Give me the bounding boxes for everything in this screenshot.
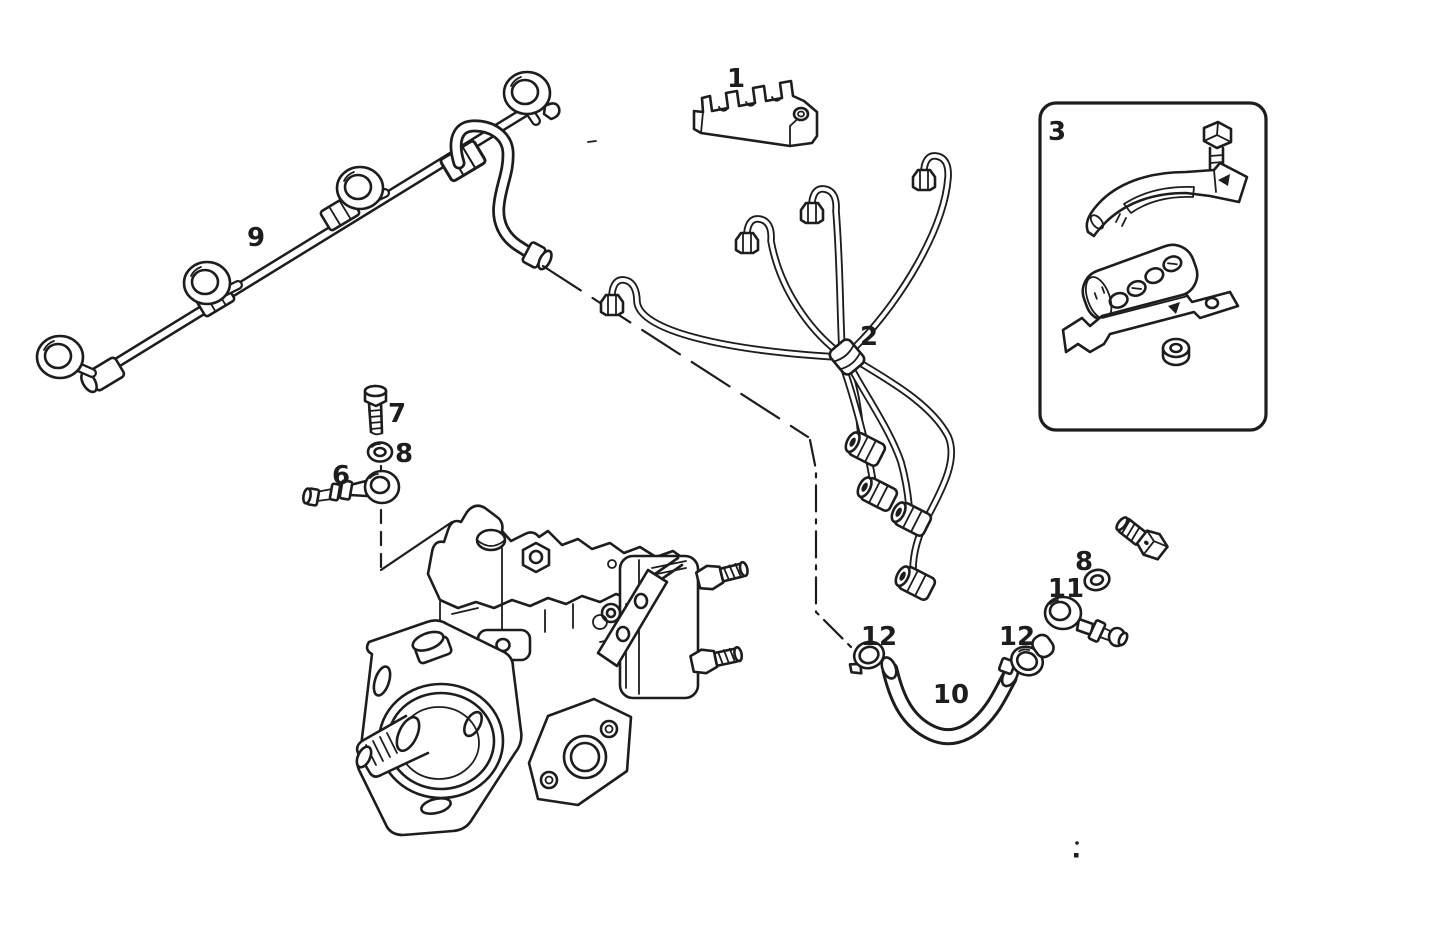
pump-mounting-foot — [527, 697, 633, 807]
callout-8-upper: 8 — [395, 439, 413, 469]
callout-6: 6 — [332, 461, 350, 491]
washer-part8-upper — [366, 441, 394, 463]
injection-pipes-part2 — [599, 152, 956, 603]
hose-clamp-part12-left — [848, 640, 886, 675]
callout-12-left: 12 — [861, 622, 897, 652]
pump-top-plug — [475, 528, 507, 552]
rail-banjo-ring — [335, 165, 385, 211]
callout-2: 2 — [860, 322, 878, 352]
leak-off-rail-part9 — [35, 70, 597, 394]
pipe-top-nut — [734, 231, 760, 255]
rail-banjo-ring — [502, 70, 552, 116]
rail-banjo-ring — [35, 334, 85, 380]
pipe-top-nut — [799, 201, 825, 225]
inset-box-border — [1038, 101, 1268, 432]
banjo-fitting-part6 — [302, 469, 401, 507]
pipe-bottom-nut — [890, 561, 938, 603]
pipe-bottom-nut — [840, 427, 888, 469]
block-threaded-fitting — [693, 555, 752, 594]
pump-lever — [596, 568, 669, 668]
kit-nut — [1161, 337, 1191, 367]
callout-11: 11 — [1048, 574, 1084, 604]
hose-clamp-part12-right — [997, 645, 1045, 677]
comb-bracket-part1 — [692, 79, 819, 148]
rail-banjo-ring — [182, 260, 232, 306]
return-hose — [449, 119, 553, 271]
pipe-clamp-band — [828, 338, 866, 376]
clamp-kit-box-part3 — [1038, 101, 1268, 432]
pipe-top-nut — [911, 168, 937, 192]
callout-10: 10 — [933, 680, 969, 710]
injection-pump — [355, 504, 752, 837]
flange-top-plug — [411, 630, 453, 665]
callout-9: 9 — [247, 223, 265, 253]
kit-lower-bracket — [1061, 290, 1240, 354]
callout-3: 3 — [1048, 117, 1066, 147]
banjo-fitting-part11 — [1031, 595, 1129, 659]
callout-12-right: 12 — [999, 622, 1035, 652]
bolt-part7 — [363, 384, 388, 436]
pump-hex-bolt — [521, 541, 551, 574]
fuel-hose-part10 — [880, 656, 1020, 746]
banjo-bolt — [1115, 516, 1169, 561]
callout-7: 7 — [388, 399, 406, 429]
callout-1: 1 — [727, 64, 745, 94]
washer-part8-lower — [1083, 568, 1111, 592]
leader-lines — [379, 264, 1079, 858]
pipe-bottom-nut — [852, 472, 900, 514]
pipe-bottom-nut — [886, 497, 934, 539]
pipe-top-nut — [599, 293, 625, 317]
callout-8-lower: 8 — [1075, 547, 1093, 577]
kit-clamp-strap — [1085, 161, 1249, 238]
